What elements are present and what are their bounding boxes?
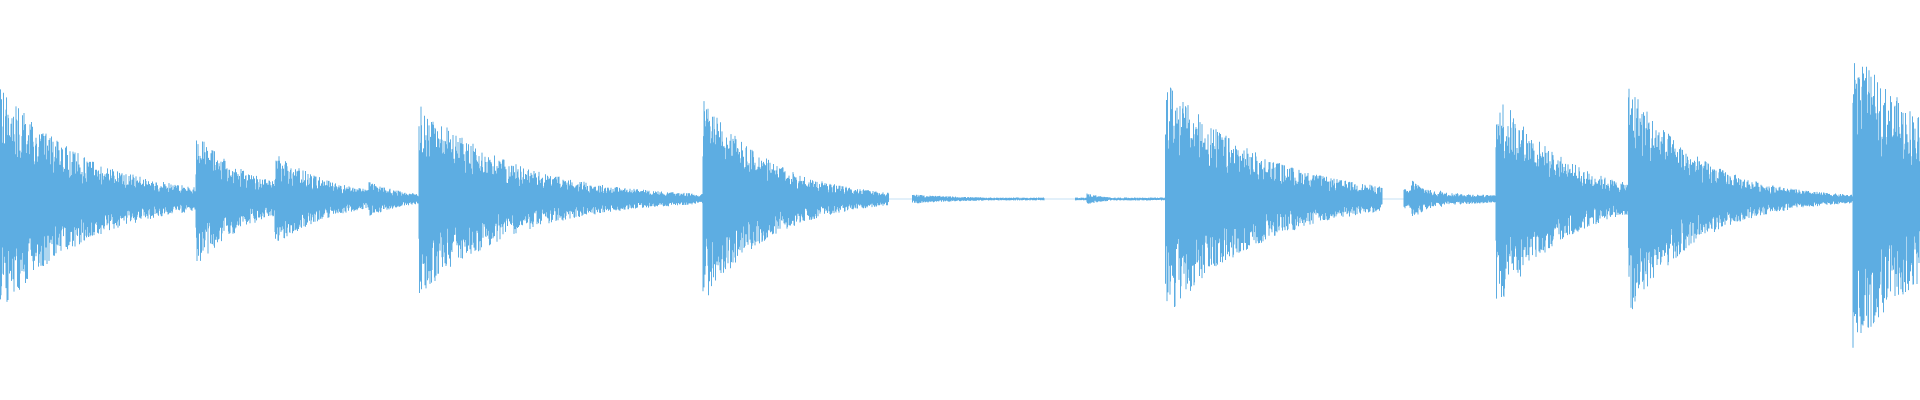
waveform-trace bbox=[0, 63, 1920, 348]
